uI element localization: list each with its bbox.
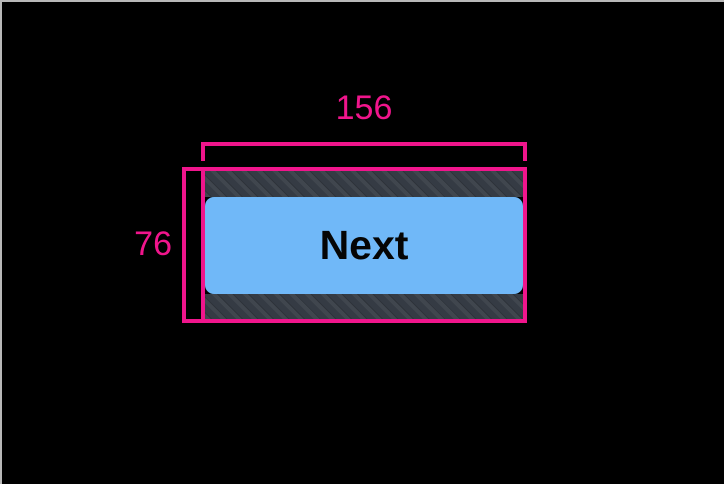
height-bracket-tick-start xyxy=(182,167,201,171)
element-measurement-outline: Next xyxy=(201,167,527,323)
padding-band-bottom xyxy=(205,294,523,319)
height-dimension-bracket xyxy=(182,167,201,323)
width-bracket-tick-end xyxy=(523,142,527,161)
width-dimension-bracket xyxy=(201,142,527,161)
height-dimension-label: 76 xyxy=(134,225,172,264)
next-button-label: Next xyxy=(319,222,409,268)
width-bracket-tick-start xyxy=(201,142,205,161)
next-button[interactable]: Next xyxy=(205,197,523,294)
width-dimension-label: 156 xyxy=(335,89,393,127)
padding-band-top xyxy=(205,171,523,197)
width-bracket-bar xyxy=(201,142,527,146)
height-bracket-bar xyxy=(182,167,186,323)
height-bracket-tick-end xyxy=(182,319,201,323)
